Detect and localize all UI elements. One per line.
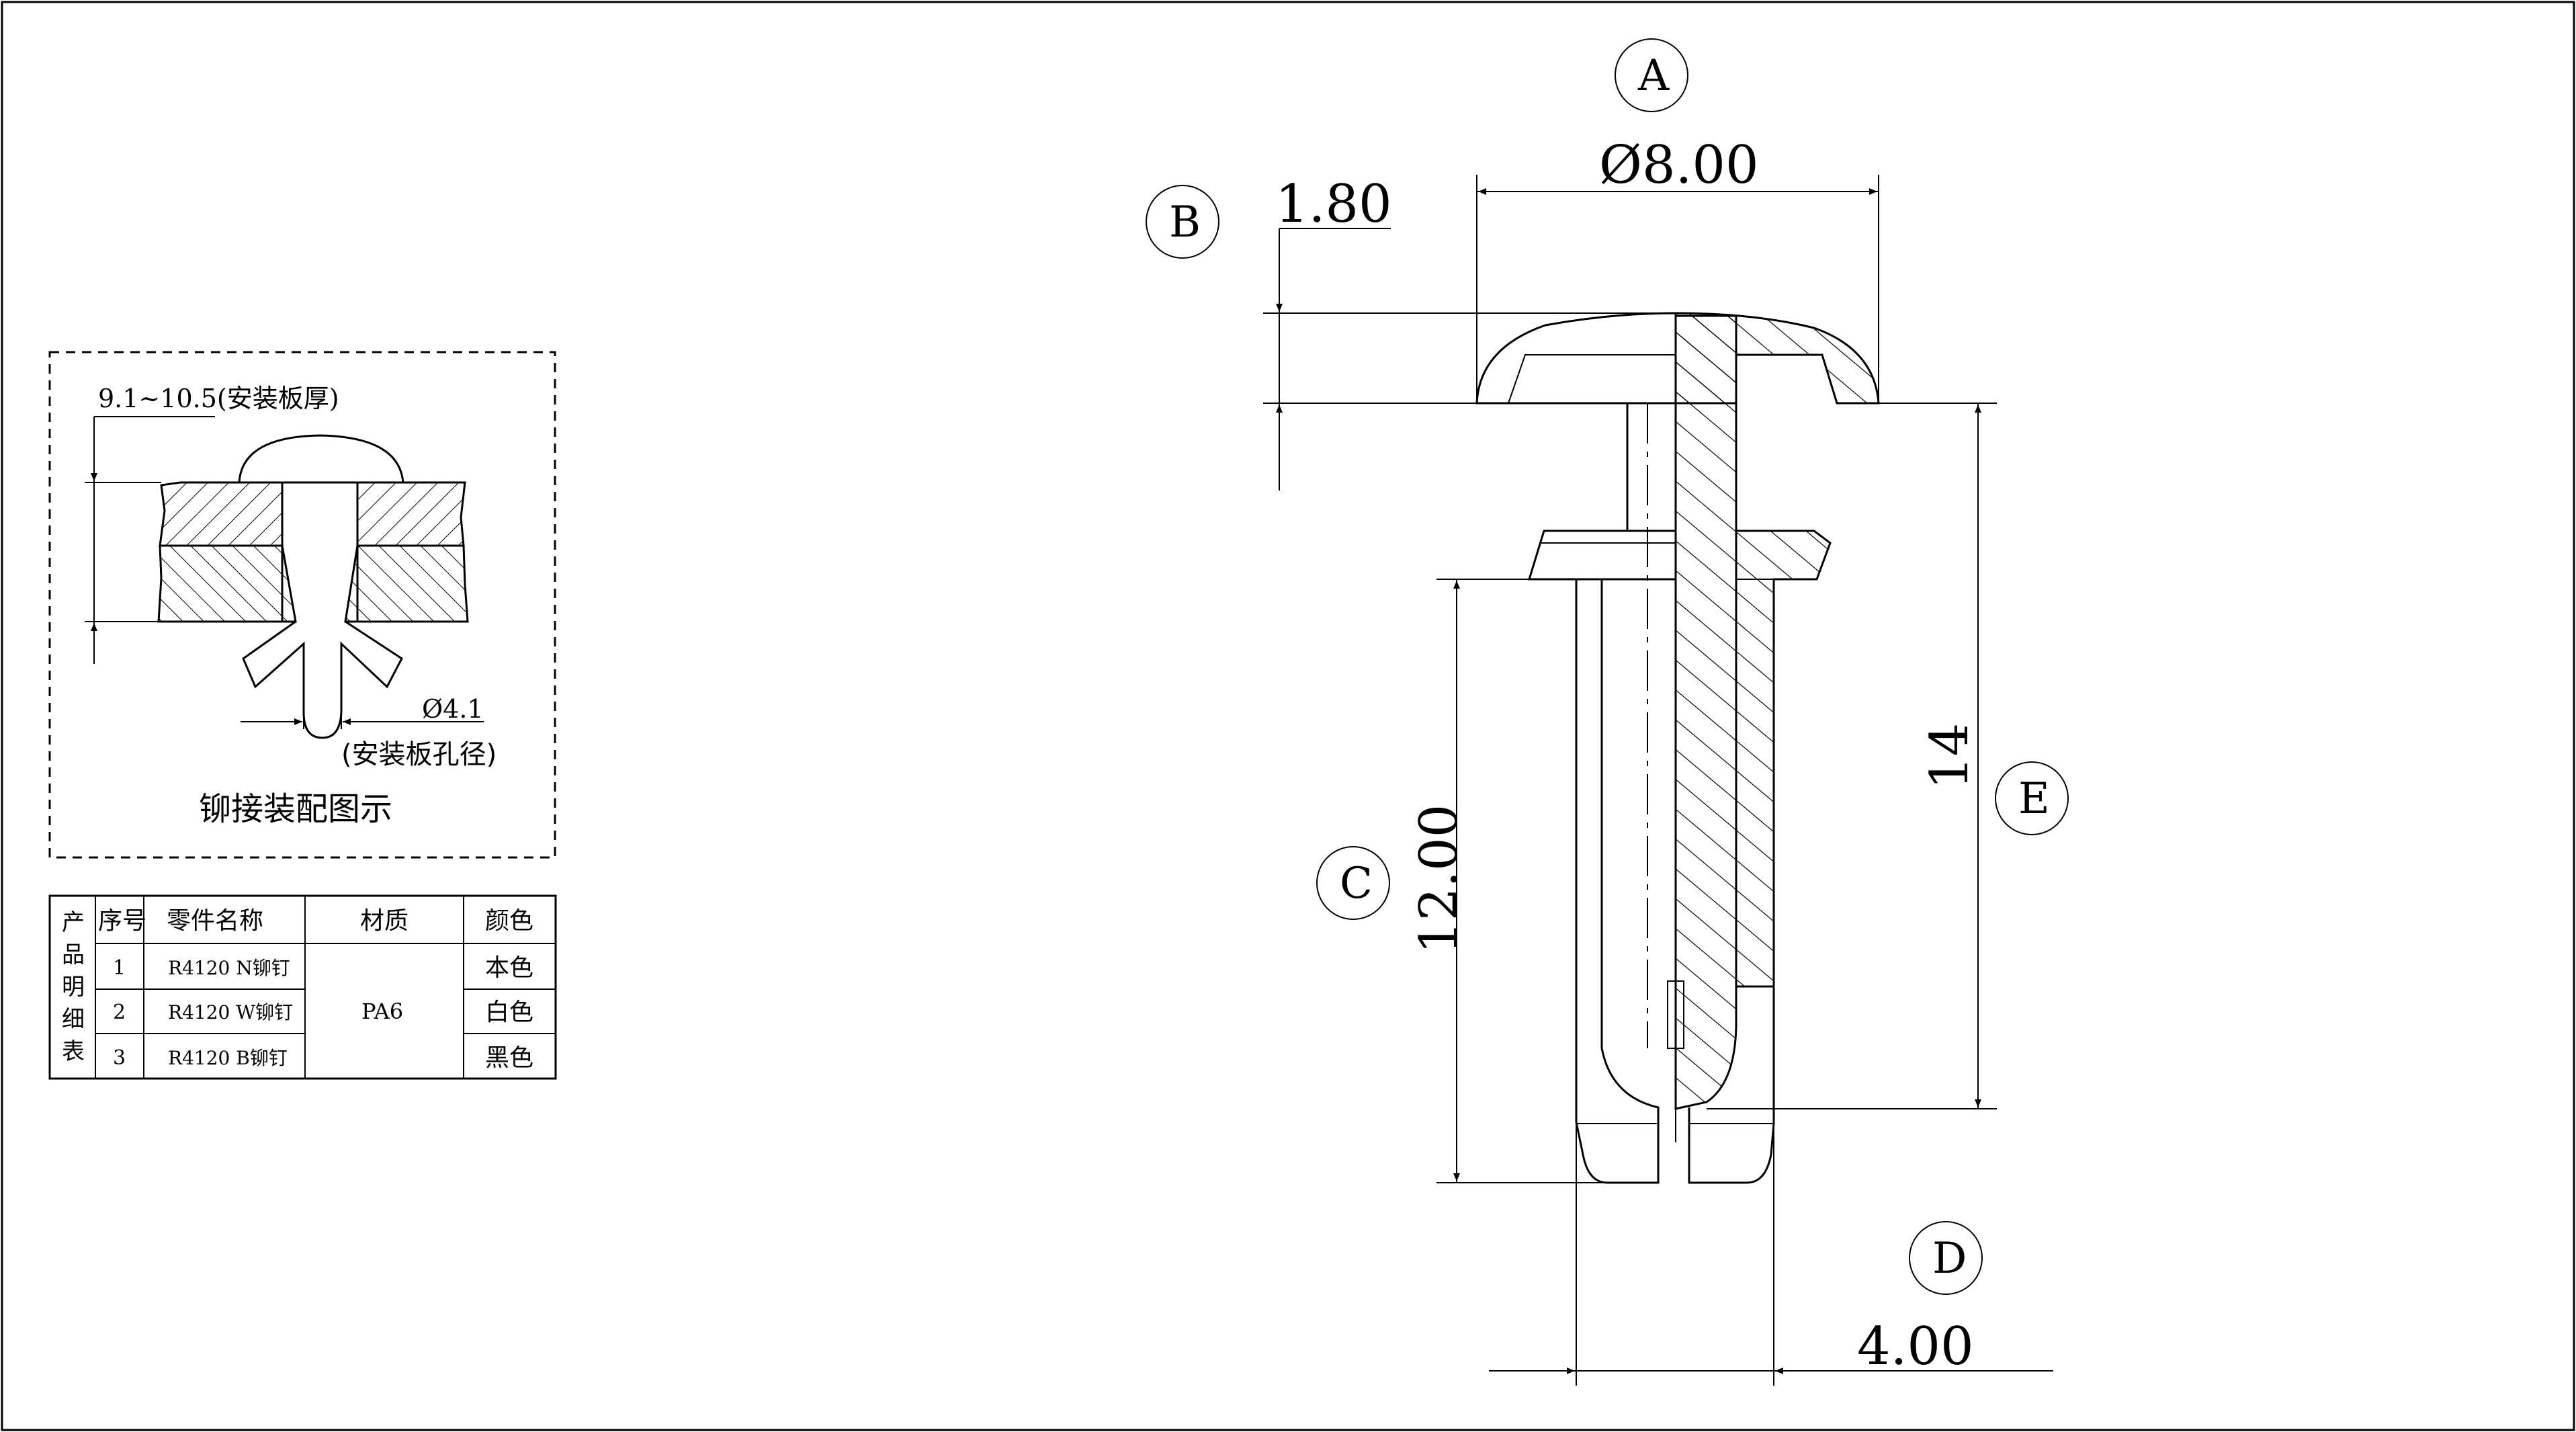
callout-b: B xyxy=(1146,185,1219,259)
bom-side-1: 产 xyxy=(62,909,85,936)
bom-row-2-no: 2 xyxy=(113,1001,126,1024)
assembly-inset: 9.1~10.5(安装板厚) Ø4.1 (安装板孔径) 铆接装配图示 xyxy=(48,351,556,859)
dim-leg-width: 4.00 xyxy=(1857,1316,1974,1377)
bom-header-name: 零件名称 xyxy=(167,907,263,935)
lower-panel-right xyxy=(344,544,469,623)
dim-head-thickness: 1.80 xyxy=(1275,174,1392,235)
svg-text:C: C xyxy=(1340,859,1373,909)
svg-text:D: D xyxy=(1932,1234,1967,1283)
bom-row-2-color: 白色 xyxy=(485,999,533,1026)
bom-row-2-name: R4120 W铆钉 xyxy=(168,1001,293,1023)
bom-row-3-color: 黑色 xyxy=(485,1044,533,1072)
upper-panel-right xyxy=(356,481,466,547)
dim-total-length: 14 xyxy=(1920,723,1980,790)
rivet-body xyxy=(1575,579,1660,1184)
inset-caption: 铆接装配图示 xyxy=(199,790,392,828)
rivet-main-view: Ø8.00 1.80 12.00 14 4.00 A xyxy=(1146,38,2069,1386)
bom-row-1-color: 本色 xyxy=(485,954,533,982)
inset-frame xyxy=(48,351,556,859)
inset-rivet-head xyxy=(238,434,404,484)
lower-panel xyxy=(157,544,297,623)
bom-material: PA6 xyxy=(361,999,403,1024)
bom-row-1-no: 1 xyxy=(113,956,126,980)
rivet-pin-notch xyxy=(1667,980,1684,1049)
dim-body-length: 12.00 xyxy=(1409,804,1469,954)
bom-header-no: 序号 xyxy=(98,907,146,935)
bom-side-2: 品 xyxy=(62,941,85,968)
bom-row-3-no: 3 xyxy=(113,1046,126,1070)
rivet-head xyxy=(1475,312,1677,405)
svg-text:E: E xyxy=(2018,774,2050,824)
upper-panel xyxy=(159,481,284,547)
inset-rivet-legs xyxy=(242,620,403,739)
callout-d: D xyxy=(1909,1221,1983,1295)
bom-table: 产 品 明 细 表 序号 零件名称 材质 颜色 1 R4120 N铆钉 本色 2… xyxy=(48,894,557,1080)
rivet-collar xyxy=(1527,530,1677,581)
callout-e: E xyxy=(1995,761,2069,835)
bom-side-3: 明 xyxy=(62,974,85,1001)
bom-header-color: 颜色 xyxy=(485,907,533,935)
rivet-right-leg xyxy=(1688,986,1775,1184)
rivet-pin-section xyxy=(1674,314,1737,1110)
inset-thickness-label: 9.1~10.5(安装板厚) xyxy=(98,384,339,413)
svg-text:A: A xyxy=(1637,51,1670,101)
svg-text:B: B xyxy=(1169,198,1201,247)
bom-row-3-name: R4120 B铆钉 xyxy=(168,1047,288,1069)
dim-head-diameter: Ø8.00 xyxy=(1599,135,1759,196)
bom-row-1-name: R4120 N铆钉 xyxy=(168,957,290,979)
bom-header-material: 材质 xyxy=(360,907,409,935)
callout-c: C xyxy=(1316,846,1390,920)
bom-side-4: 细 xyxy=(62,1006,85,1033)
bom-side-5: 表 xyxy=(62,1038,85,1065)
callout-a: A xyxy=(1615,38,1688,112)
rivet-collar-section xyxy=(1735,530,1832,988)
inset-hole-label: (安装板孔径) xyxy=(341,739,497,770)
inset-hole-dia: Ø4.1 xyxy=(422,694,484,724)
